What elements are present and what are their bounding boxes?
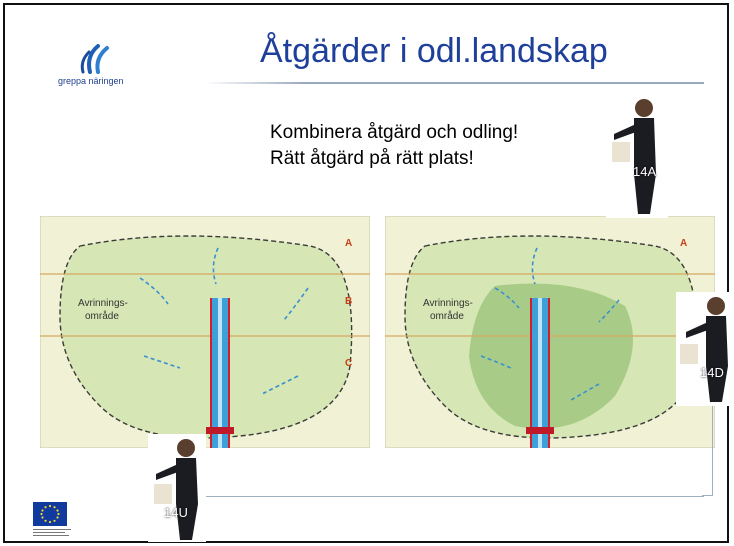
- zone-label-b: B: [345, 296, 352, 307]
- area-label-1: Avrinnings-: [423, 298, 473, 309]
- subtitle-line-1: Kombinera åtgärd och odling!: [270, 122, 519, 143]
- slide-frame: [3, 3, 729, 543]
- connector-line-bottom: [190, 448, 704, 497]
- person-figure-14a: [606, 94, 668, 218]
- zone-label-c: C: [345, 358, 352, 369]
- stream-center: [538, 298, 542, 448]
- connector-line-right: [702, 405, 713, 496]
- greppa-logo-icon: [80, 44, 109, 74]
- dam: [206, 427, 234, 434]
- greppa-logo: greppa näringen: [58, 42, 178, 92]
- stream-center: [218, 298, 222, 448]
- person-figure-14d: [676, 292, 732, 406]
- tag-14u: 14U: [164, 505, 188, 520]
- area-label-2: område: [430, 310, 464, 322]
- area-label-2: område: [85, 310, 119, 322]
- bank-left: [210, 298, 212, 448]
- eu-flag-icon: [33, 502, 67, 526]
- diagram-right: A B Avrinnings- område: [385, 216, 715, 448]
- tag-14d: 14D: [700, 365, 724, 380]
- flow-arrows: [139, 247, 309, 395]
- flow-arrows: [480, 247, 620, 401]
- title-underline: [204, 82, 704, 84]
- zone-label-a: A: [345, 238, 352, 249]
- area-label-1: Avrinnings-: [78, 298, 128, 309]
- catchment-area: [59, 235, 353, 439]
- bank-left: [530, 298, 532, 448]
- bank-right: [228, 298, 230, 448]
- diagram-left: A B C Avrinnings- område: [40, 216, 370, 448]
- buffer-zone: [469, 283, 633, 429]
- subtitle-line-2: Rätt åtgärd på rätt plats!: [270, 148, 474, 169]
- tag-14a: 14A: [633, 164, 657, 179]
- bank-right: [548, 298, 550, 448]
- slide-title: Åtgärder i odl.landskap: [260, 32, 608, 70]
- zone-label-a: A: [680, 238, 687, 249]
- logo-text: greppa näringen: [58, 76, 124, 86]
- dam: [526, 427, 554, 434]
- eu-caption-fine-print: [33, 529, 71, 536]
- person-figure-14u: [148, 434, 206, 542]
